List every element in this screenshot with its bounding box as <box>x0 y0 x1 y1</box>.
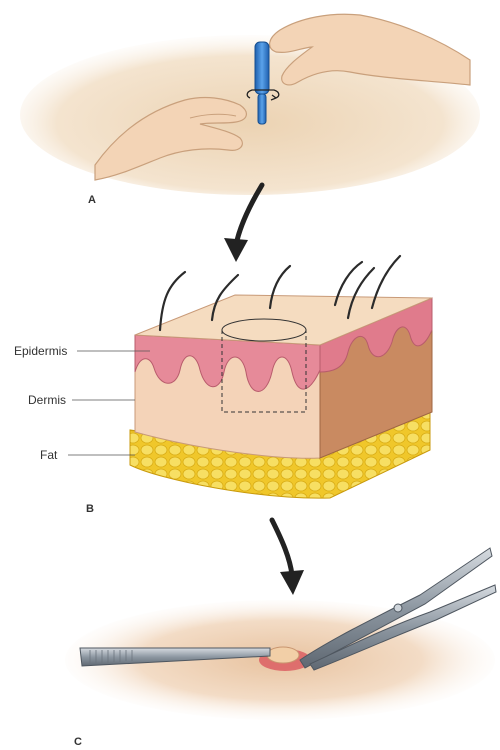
curved-arrow-down-icon <box>272 520 304 595</box>
tissue-core <box>267 647 299 663</box>
label-epidermis: Epidermis <box>14 344 67 358</box>
holding-hand <box>270 14 470 85</box>
panel-label-a: A <box>88 194 96 206</box>
skin-cross-section <box>130 256 432 498</box>
label-fat: Fat <box>40 448 58 462</box>
panel-label-c: C <box>74 736 82 748</box>
panel-c <box>65 548 496 720</box>
panel-label-b: B <box>86 503 94 515</box>
label-dermis: Dermis <box>28 393 66 407</box>
panel-a <box>20 14 480 195</box>
curved-arrow-down-icon <box>224 185 262 262</box>
